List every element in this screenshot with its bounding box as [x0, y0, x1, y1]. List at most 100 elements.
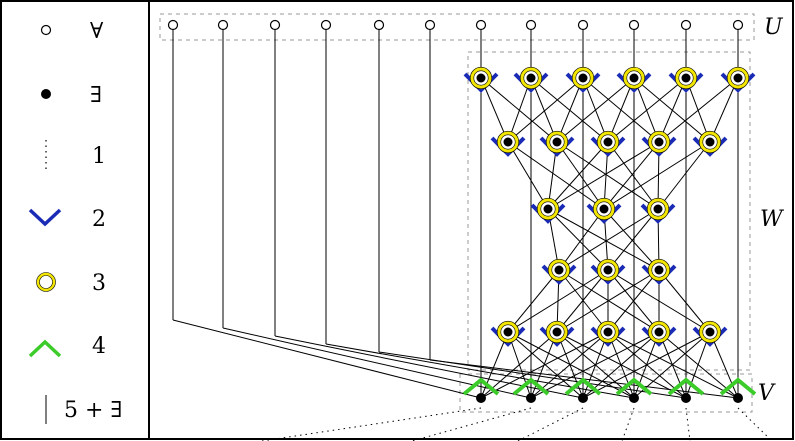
w-node-ring-inner: [549, 134, 565, 150]
w-edge: [603, 141, 711, 210]
w-v-edge: [633, 331, 711, 399]
w-edge: [507, 141, 605, 210]
u-node-open-circle-icon: [269, 19, 281, 31]
u-node-open-circle-icon: [525, 19, 537, 31]
set-label-u: U: [764, 15, 784, 40]
legend-row-3: 3: [36, 271, 106, 296]
legend-label-exists: ∃: [90, 83, 102, 108]
v-node-dot-icon: [578, 393, 588, 403]
w-edge: [547, 208, 609, 271]
w-node-ring-outline: [545, 320, 569, 344]
w-node-ring-inner: [702, 324, 718, 340]
legend-label-forall: ∀: [90, 19, 104, 44]
w-v-edge: [685, 331, 711, 399]
legend-row-2: 2: [28, 207, 106, 232]
w-v-edge: [530, 331, 660, 399]
w-edge: [547, 141, 660, 210]
w-node-ring-outline: [536, 197, 560, 221]
w-edge: [658, 77, 687, 143]
w-node-ring-inner: [575, 70, 591, 86]
w-node-ring-outline: [622, 66, 646, 90]
w-node-ring-inner: [523, 70, 539, 86]
u-node-open-circle-icon: [577, 19, 589, 31]
w-node-dot-icon: [653, 204, 663, 214]
w-node-ring-inner: [473, 70, 489, 86]
u-node-open-circle-icon: [628, 19, 640, 31]
w-node-ring-outline: [545, 130, 569, 154]
legend-label-2: 2: [92, 207, 106, 232]
legend-row-5: 5 + ∃: [45, 395, 122, 424]
green-caret-icon: [28, 339, 62, 358]
w-v-edge: [480, 331, 609, 399]
u-node-open-circle-icon: [475, 19, 487, 31]
w-node-dot-icon: [705, 137, 715, 147]
w-node-ring-inner: [651, 324, 667, 340]
w-node-ring-inner: [651, 134, 667, 150]
w-node-ring-outline: [547, 258, 571, 282]
w-v-edge: [507, 331, 635, 399]
w-node-ring-outline: [646, 197, 670, 221]
w-edge: [558, 269, 660, 333]
w-node-ring-inner: [600, 134, 616, 150]
w-edge: [480, 77, 509, 143]
w-node-ring-inner: [596, 201, 612, 217]
w-edge: [603, 141, 660, 210]
legend-label-1: 1: [92, 144, 106, 169]
w-edge: [558, 208, 605, 271]
w-node-ring-outline: [596, 258, 620, 282]
w-v-edge: [480, 331, 509, 399]
w-v-edge: [480, 331, 558, 399]
legend-row-4: 4: [28, 334, 106, 359]
w-edge: [603, 208, 660, 271]
w-node-ring-outline: [647, 320, 671, 344]
w-node-dot-icon: [552, 137, 562, 147]
w-node-ring-outline: [647, 130, 671, 154]
legend: ∀ ∃ 1 2 3 4 5 + ∃: [28, 19, 122, 424]
v-node-green-caret-icon: [719, 377, 757, 396]
blue-v-icon: [28, 208, 62, 227]
u-v-edge-diagonal: [172, 319, 482, 399]
u-v-edge-diagonal: [222, 327, 532, 399]
w-node-ring-outline: [647, 258, 671, 282]
w-node-dot-icon: [503, 137, 513, 147]
w-edge: [556, 269, 660, 333]
w-node-ring-inner: [650, 201, 666, 217]
v-node-green-caret-icon: [667, 377, 705, 396]
u-node-open-circle-icon: [680, 19, 692, 31]
u-node-open-circle-icon: [732, 19, 744, 31]
legend-row-exists: ∃: [41, 83, 102, 108]
dotted-edge: [261, 407, 482, 441]
yellow-ring-icon: [36, 272, 56, 292]
w-node-ring-outline: [596, 320, 620, 344]
w-node-dot-icon: [526, 73, 536, 83]
w-edge: [547, 208, 660, 271]
w-edge: [607, 208, 659, 271]
nodes: [167, 19, 757, 403]
filled-dot-icon: [41, 89, 51, 99]
w-node-ring-inner: [626, 70, 642, 86]
dotted-edge: [411, 407, 532, 441]
w-edge: [607, 269, 660, 333]
w-edge: [658, 269, 711, 333]
set-u-box: [159, 13, 755, 41]
u-v-edge-diagonal: [325, 343, 635, 399]
w-edge: [556, 77, 584, 143]
u-node-open-circle-icon: [167, 19, 179, 31]
w-node-ring-outline: [571, 66, 595, 90]
w-edge: [530, 77, 558, 143]
w-node-ring-inner: [549, 324, 565, 340]
w-node-ring-inner: [551, 262, 567, 278]
w-node-ring-outline: [698, 130, 722, 154]
legend-label-4: 4: [92, 334, 106, 359]
legend-row-1: 1: [45, 140, 106, 170]
u-v-edge-diagonal: [274, 335, 584, 399]
w-node-dot-icon: [503, 327, 513, 337]
w-node-ring-outline: [698, 320, 722, 344]
w-edge: [607, 141, 659, 210]
w-node-dot-icon: [654, 137, 664, 147]
w-node-dot-icon: [476, 73, 486, 83]
w-edge: [507, 77, 584, 143]
w-edge: [507, 269, 560, 333]
w-node-dot-icon: [603, 137, 613, 147]
w-node-dot-icon: [654, 265, 664, 275]
